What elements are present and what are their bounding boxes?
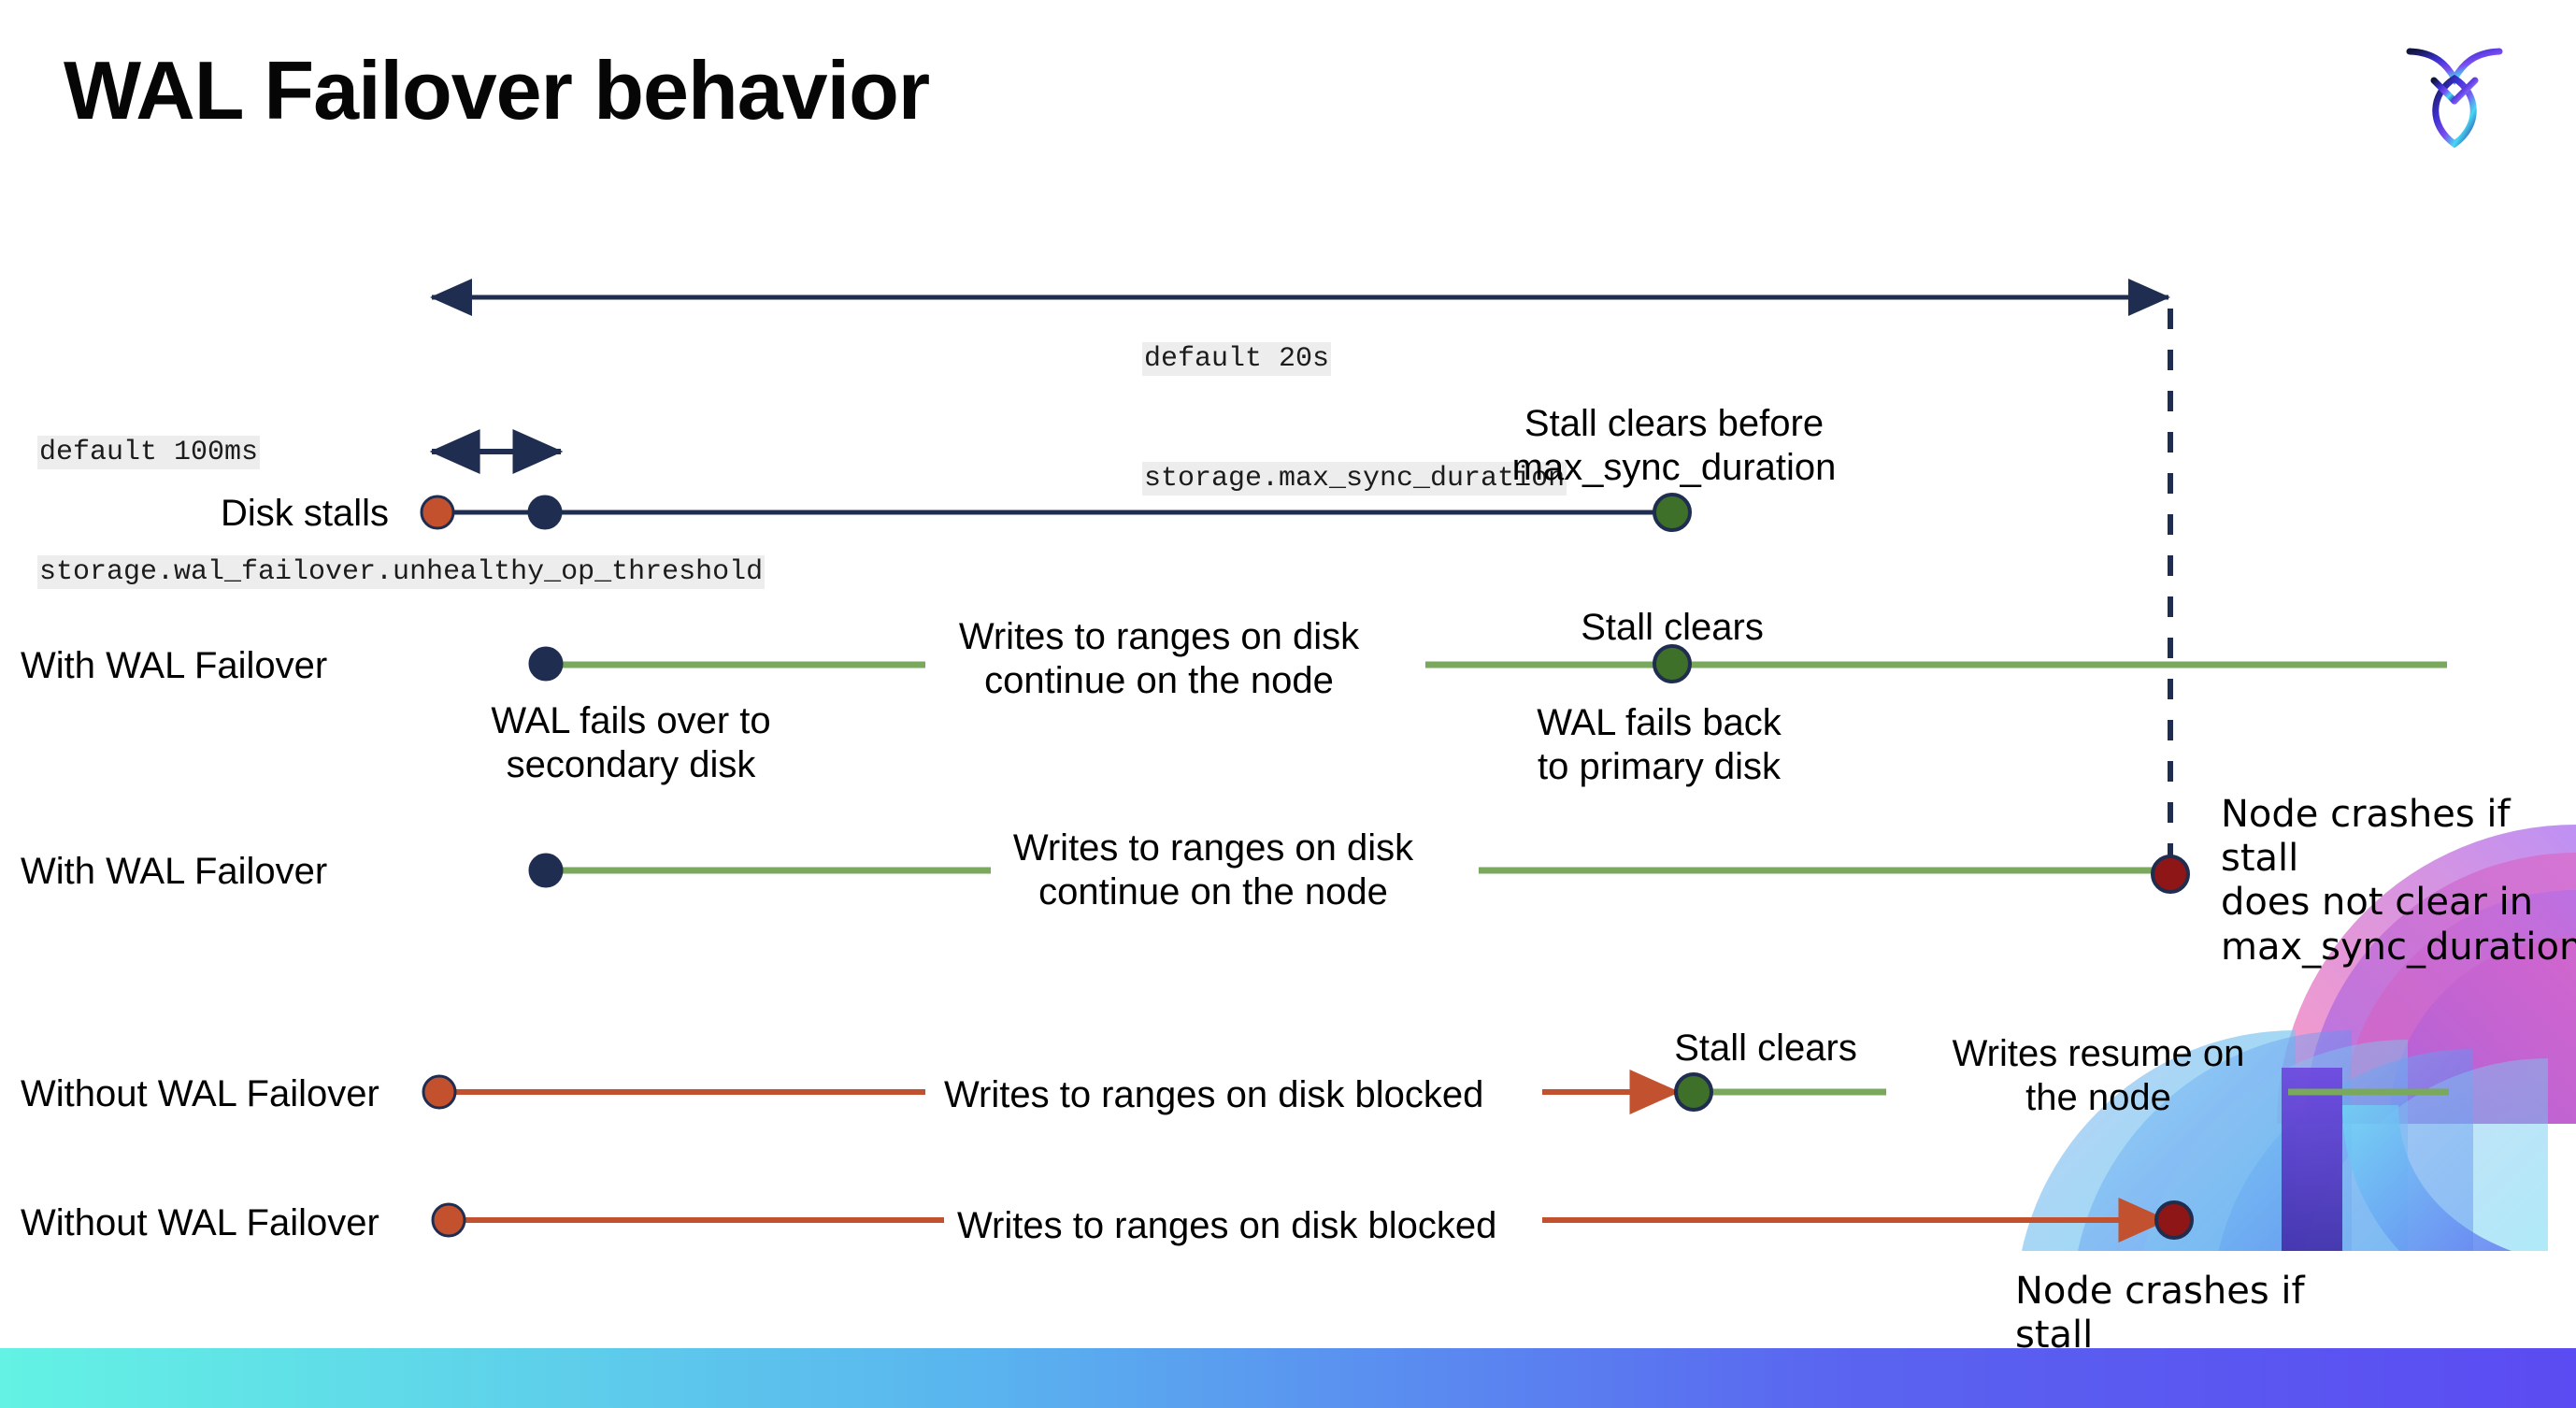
row-label-disk-stalls: Disk stalls	[221, 493, 390, 534]
annotation-writes-continue-2: Writes to ranges on disk continue on the…	[1012, 827, 1414, 913]
disk-stall-failover-dot	[527, 495, 563, 530]
no-failover-crash-start-dot	[431, 1202, 466, 1238]
annotation-writes-blocked-2: Writes to ranges on disk blocked	[957, 1205, 1497, 1246]
wal-failover-clear-dot	[1653, 644, 1692, 683]
annotation-wal-fails-back: WAL fails back to primary disk	[1537, 702, 1782, 788]
row-label-without-wal-failover-2: Without WAL Failover	[21, 1202, 379, 1243]
wal-failover-start-dot	[528, 646, 564, 682]
cockroachdb-logo-icon	[2406, 48, 2503, 149]
no-failover-crash-dot	[2154, 1200, 2194, 1240]
disk-stall-clear-dot	[1653, 493, 1692, 532]
no-failover-start-dot	[422, 1074, 457, 1110]
annotation-writes-continue-1: Writes to ranges on disk continue on the…	[958, 616, 1360, 702]
disk-stall-start-dot	[420, 495, 455, 530]
annotation-wal-fails-over: WAL fails over to secondary disk	[491, 700, 771, 786]
annotation-writes-resume: Writes resume on the node	[1952, 1033, 2245, 1119]
unhealthy-setting-label: storage.wal_failover.unhealthy_op_thresh…	[37, 554, 766, 589]
max-sync-default-label: default 20s	[1142, 342, 1332, 377]
wal-failover-crash-dot	[2151, 855, 2190, 894]
row-label-with-wal-failover-2: With WAL Failover	[21, 851, 328, 892]
page-title: WAL Failover behavior	[64, 44, 930, 136]
wal-failover-crash-start-dot	[528, 853, 564, 888]
bottom-gradient-bar	[0, 1348, 2576, 1408]
unhealthy-default-label: default 100ms	[37, 436, 261, 470]
row-label-with-wal-failover-1: With WAL Failover	[21, 645, 328, 686]
max-sync-setting-label: storage.max_sync_duration	[1142, 461, 1567, 496]
annotation-stall-clears-before: Stall clears before max_sync_duration	[1511, 403, 1837, 489]
row-label-without-wal-failover-1: Without WAL Failover	[21, 1073, 379, 1114]
annotation-stall-clears-2: Stall clears	[1674, 1027, 1857, 1069]
annotation-stall-clears-1: Stall clears	[1581, 607, 1764, 648]
no-failover-clear-dot	[1674, 1072, 1713, 1112]
annotation-node-crashes-1: Node crashes if stall does not clear in …	[2221, 793, 2576, 969]
max-sync-duration-annotation: default 20s storage.max_sync_duration	[1142, 260, 1567, 579]
unhealthy-op-threshold-annotation: default 100ms storage.wal_failover.unhea…	[37, 353, 766, 672]
annotation-writes-blocked-1: Writes to ranges on disk blocked	[944, 1074, 1484, 1115]
